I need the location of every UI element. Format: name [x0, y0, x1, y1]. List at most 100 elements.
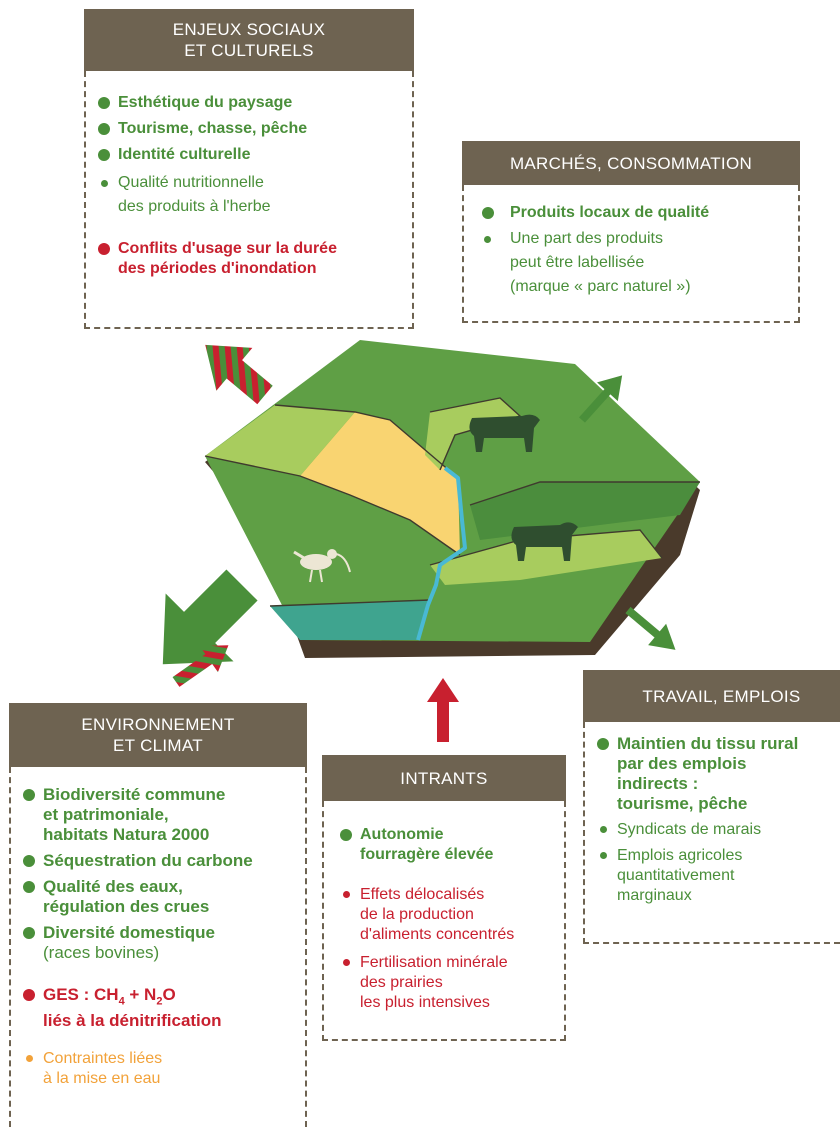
work-box: TRAVAIL, EMPLOIS Maintien du tissu rural…	[583, 670, 840, 944]
green-arrow-environment	[162, 569, 258, 665]
env-item-constraints-1: Contraintes liées	[43, 1050, 163, 1068]
env-item-carbon: Séquestration du carbone	[43, 851, 253, 870]
cow-icon	[469, 414, 540, 452]
stream	[416, 466, 467, 641]
list-item: GES : CH4 + N2O liés à la dénitrificatio…	[21, 985, 305, 1031]
list-item: Biodiversité commune et patrimoniale, ha…	[21, 785, 305, 845]
bullet-dot	[340, 829, 352, 841]
pentagon-base	[205, 348, 700, 658]
bullet-dot	[23, 789, 35, 801]
social-cultural-header: ENJEUX SOCIAUX ET CULTURELS	[84, 9, 414, 71]
env-item-ges-2: liés à la dénitrification	[43, 1011, 222, 1031]
env-item-constraints-2: à la mise en eau	[43, 1070, 161, 1088]
markets-body: Produits locaux de qualité Une part des …	[462, 185, 800, 323]
env-item-domestic-2: (races bovines)	[43, 943, 160, 962]
bullet-dot	[484, 236, 491, 243]
env-item-biodiv-3: habitats Natura 2000	[43, 825, 210, 844]
list-item: Qualité nutritionnelle des produits à l'…	[96, 171, 412, 219]
curlew-bird-icon	[293, 549, 351, 583]
yellow-field	[300, 412, 460, 555]
work-item-jobs-3: marginaux	[617, 887, 692, 904]
bullet-dot	[101, 180, 108, 187]
work-item-rural-3: indirects :	[617, 774, 699, 793]
environment-title-line2: ET CLIMAT	[113, 736, 203, 755]
pentagon-grassland	[204, 340, 700, 642]
bullet-dot	[26, 1055, 33, 1063]
teal-water-field	[270, 600, 430, 640]
list-item: Autonomie fourragère élevée	[338, 825, 564, 865]
striped-arrow-social	[205, 344, 273, 405]
markets-item-label-2: peut être labellisée	[510, 254, 645, 271]
inputs-body: Autonomie fourragère élevée Effets déloc…	[322, 801, 566, 1041]
dark-field-right	[470, 482, 700, 540]
list-item: Contraintes liées à la mise en eau	[21, 1049, 305, 1089]
social-cultural-box: ENJEUX SOCIAUX ET CULTURELS Esthétique d…	[84, 9, 414, 329]
social-item-nutrition-2: des produits à l'herbe	[118, 198, 271, 215]
social-item-conflicts-2: des périodes d'inondation	[118, 260, 317, 277]
markets-item-local: Produits locaux de qualité	[510, 204, 710, 221]
bullet-dot	[597, 738, 609, 750]
environment-title-line1: ENVIRONNEMENT	[81, 715, 235, 734]
list-item: Maintien du tissu rural par des emplois …	[595, 734, 840, 814]
list-item: Conflits d'usage sur la durée des périod…	[96, 239, 412, 279]
list-item: Qualité des eaux, régulation des crues	[21, 877, 305, 917]
list-item: Fertilisation minérale des prairies les …	[338, 953, 564, 1013]
work-item-jobs-2: quantitativement	[617, 867, 735, 884]
light-field-right	[430, 530, 662, 585]
bullet-dot	[343, 891, 350, 898]
red-arrow-inputs	[427, 678, 459, 742]
social-item-nutrition-1: Qualité nutritionnelle	[118, 174, 264, 191]
inputs-item-fert-3: les plus intensives	[360, 994, 490, 1011]
bullet-dot	[23, 927, 35, 939]
bullet-dot	[98, 97, 110, 109]
social-title-line2: ET CULTURELS	[184, 41, 314, 60]
list-item: Esthétique du paysage	[96, 93, 412, 113]
inputs-item-effects-2: de la production	[360, 906, 474, 923]
green-arrow-markets	[579, 375, 623, 423]
list-item: Séquestration du carbone	[21, 851, 305, 871]
bullet-dot	[98, 123, 110, 135]
bullet-dot	[23, 881, 35, 893]
list-item: Syndicats de marais	[595, 820, 840, 840]
striped-arrow-environment	[172, 645, 229, 687]
bullet-dot	[343, 959, 350, 966]
inputs-item-effects-3: d'aliments concentrés	[360, 926, 515, 943]
work-item-rural-2: par des emplois	[617, 754, 747, 773]
env-item-domestic-1: Diversité domestique	[43, 923, 215, 942]
bullet-dot	[600, 852, 607, 859]
bullet-dot	[98, 149, 110, 161]
work-header: TRAVAIL, EMPLOIS	[583, 670, 840, 722]
env-item-water-1: Qualité des eaux,	[43, 877, 183, 896]
social-item-aesthetic: Esthétique du paysage	[118, 94, 293, 111]
list-item: Identité culturelle	[96, 145, 412, 165]
list-item: Emplois agricoles quantitativement margi…	[595, 846, 840, 906]
markets-header: MARCHÉS, CONSOMMATION	[462, 141, 800, 185]
inputs-item-autonomy-1: Autonomie	[360, 826, 444, 843]
list-item: Diversité domestique (races bovines)	[21, 923, 305, 963]
work-item-rural-4: tourisme, pêche	[617, 794, 748, 813]
bullet-dot	[98, 243, 110, 255]
markets-item-label-1: Une part des produits	[510, 230, 663, 247]
markets-box: MARCHÉS, CONSOMMATION Produits locaux de…	[462, 141, 800, 323]
env-item-water-2: régulation des crues	[43, 897, 210, 916]
green-arrow-work	[625, 606, 676, 650]
inputs-title: INTRANTS	[400, 768, 488, 788]
environment-box: ENVIRONNEMENT ET CLIMAT Biodiversité com…	[9, 703, 307, 1127]
work-title: TRAVAIL, EMPLOIS	[642, 686, 801, 706]
list-item: Produits locaux de qualité	[476, 203, 798, 223]
env-item-ges-1: GES : CH4 + N2O	[43, 985, 176, 1008]
inputs-item-fert-2: des prairies	[360, 974, 443, 991]
inputs-box: INTRANTS Autonomie fourragère élevée Eff…	[322, 755, 566, 1041]
light-field-top	[425, 398, 520, 470]
inputs-item-fert-1: Fertilisation minérale	[360, 954, 508, 971]
work-item-syndicates: Syndicats de marais	[617, 821, 762, 838]
social-title-line1: ENJEUX SOCIAUX	[172, 20, 326, 39]
list-item: Une part des produits peut être labellis…	[476, 227, 798, 299]
markets-title: MARCHÉS, CONSOMMATION	[509, 153, 753, 173]
bullet-dot	[23, 855, 35, 867]
bullet-dot	[23, 989, 35, 1001]
work-body: Maintien du tissu rural par des emplois …	[583, 722, 840, 944]
env-item-biodiv-1: Biodiversité commune	[43, 785, 226, 804]
light-field-left	[205, 405, 355, 476]
social-item-conflicts-1: Conflits d'usage sur la durée	[118, 240, 337, 257]
